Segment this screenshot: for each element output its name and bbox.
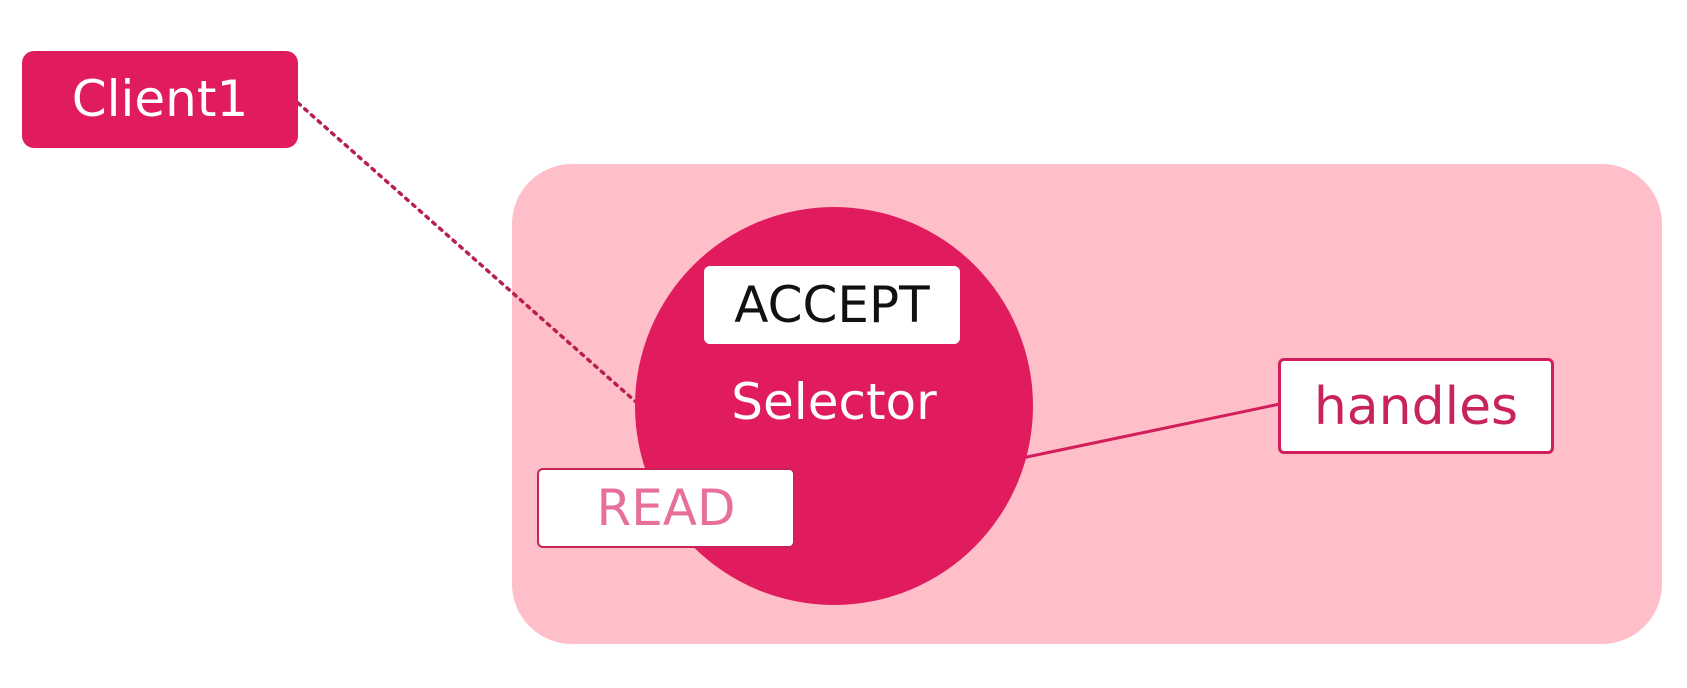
read-tag: READ (537, 468, 795, 548)
accept-tag: ACCEPT (704, 266, 960, 344)
selector-handles-connector (1021, 402, 1281, 460)
client-selector-connector (296, 101, 638, 404)
handles-box: handles (1278, 358, 1554, 454)
client-box: Client1 (22, 51, 298, 148)
selector-label: Selector (731, 373, 937, 431)
